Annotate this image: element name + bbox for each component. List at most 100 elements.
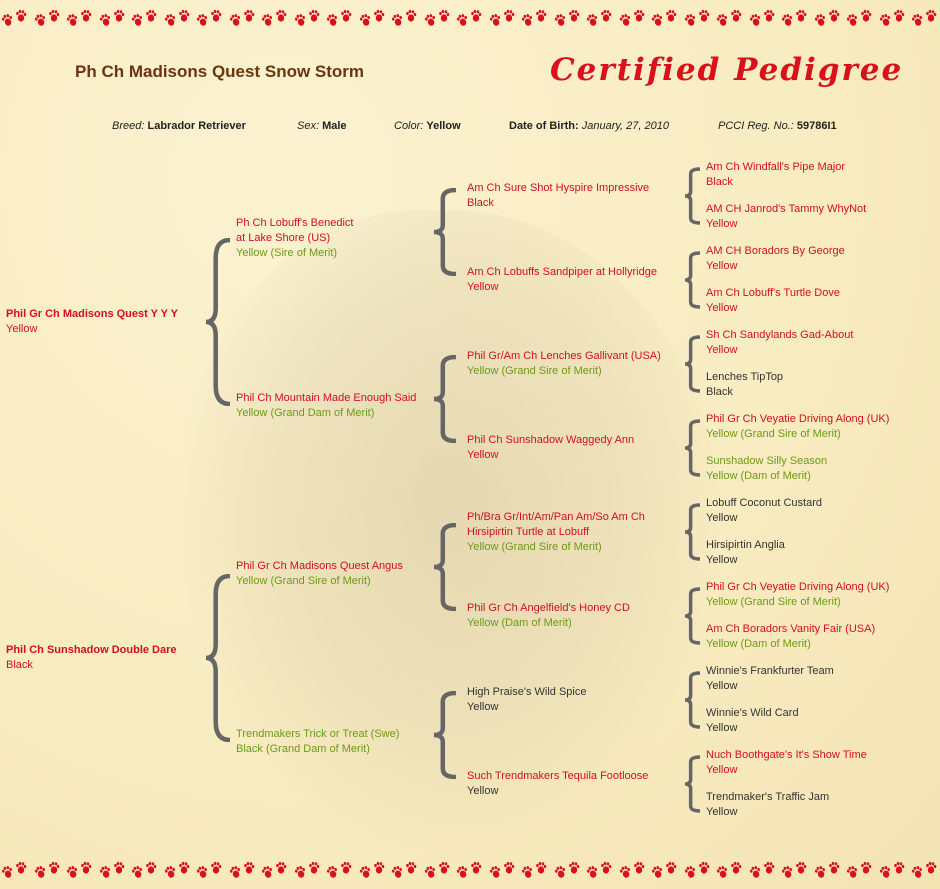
paw-print-icon: [390, 9, 417, 27]
dog-name: Lobuff Coconut Custard: [706, 497, 822, 509]
dog-color-title: Yellow: [706, 806, 738, 818]
dog-name: Phil Gr Ch Madisons Quest Angus: [236, 560, 403, 572]
sex-info: Sex: Male: [297, 120, 347, 132]
dog-name: Phil Gr Ch Angelfield's Honey CD: [467, 602, 630, 614]
paw-print-icon: [130, 861, 157, 879]
dog-color-title: Yellow: [467, 281, 499, 293]
paw-print-icon: [585, 861, 612, 879]
paw-print-icon: [0, 9, 27, 27]
dog-color-title: Yellow: [706, 512, 738, 524]
dog-name: High Praise's Wild Spice: [467, 686, 587, 698]
pedigree-entry-gen1: Phil Gr Ch Madisons Quest Y Y Y Yellow: [6, 307, 178, 337]
bracket-icon: [684, 251, 700, 309]
paw-print-icon: [293, 9, 319, 27]
dog-name: AM CH Boradors By George: [706, 245, 845, 257]
paw-print-icon: [260, 9, 287, 27]
bracket-icon: [433, 691, 456, 779]
paw-print-icon: [715, 861, 742, 879]
paw-print-icon: [488, 9, 514, 27]
dob-label: Date of Birth:: [509, 120, 579, 132]
paw-print-icon: [98, 861, 124, 879]
dog-name: Phil Gr Ch Veyatie Driving Along (UK): [706, 413, 890, 425]
dog-color-title: Yellow: [6, 323, 38, 335]
paw-print-icon: [455, 861, 482, 879]
dog-color-title: Yellow: [706, 680, 738, 692]
paw-print-icon: [683, 861, 709, 879]
dog-name: AM CH Janrod's Tammy WhyNot: [706, 203, 867, 215]
dog-name: Phil Ch Mountain Made Enough Said: [236, 392, 417, 404]
paw-print-icon: [845, 861, 872, 879]
paw-print-icon: [228, 9, 254, 27]
dog-name: Sh Ch Sandylands Gad-About: [706, 329, 854, 341]
dog-color-title: Black (Grand Dam of Merit): [236, 743, 370, 755]
dog-name: at Lake Shore (US): [236, 232, 331, 244]
dog-color-title: Yellow: [706, 764, 738, 776]
bracket-icon: [684, 167, 700, 225]
bracket-icon: [684, 335, 700, 393]
dog-color-title: Yellow: [706, 302, 738, 314]
paw-print-icon: [618, 861, 644, 879]
certified-pedigree-heading: Certified Pedigree: [550, 52, 904, 88]
paw-print-icon: [325, 861, 352, 879]
paw-print-icon: [780, 9, 807, 27]
paw-print-icon: [488, 861, 514, 879]
dog-color-title: Yellow: [706, 722, 738, 734]
dog-name: Hirsipirtin Anglia: [706, 539, 785, 551]
registration-info: PCCI Reg. No.: 59786I1: [718, 120, 837, 132]
paw-print-icon: [878, 861, 904, 879]
paw-print-icon: [585, 9, 612, 27]
paw-print-icon: [618, 9, 644, 27]
dog-name: Phil Ch Sunshadow Waggedy Ann: [467, 434, 635, 446]
bracket-icon: [205, 238, 230, 406]
paw-print-icon: [553, 9, 579, 27]
dog-color-title: Yellow (Sire of Merit): [236, 247, 338, 259]
paw-print-icon: [520, 861, 547, 879]
dog-name: Trendmaker's Traffic Jam: [706, 791, 830, 803]
breed-label: Breed:: [112, 120, 145, 132]
dob-value: January, 27, 2010: [581, 120, 669, 132]
dog-color-title: Yellow (Dam of Merit): [467, 617, 572, 629]
paw-print-icon: [195, 861, 222, 879]
dog-color-title: Yellow (Dam of Merit): [706, 638, 811, 650]
sex-label: Sex:: [297, 120, 320, 132]
paw-print-icon: [0, 861, 27, 879]
dog-color-title: Yellow: [706, 554, 738, 566]
bracket-icon: [205, 574, 230, 742]
paw-print-icon: [33, 9, 59, 27]
paw-print-icon: [293, 861, 319, 879]
dog-name: Phil Gr/Am Ch Lenches Gallivant (USA): [467, 350, 661, 362]
paw-print-icon: [65, 9, 92, 27]
dog-color-title: Yellow (Grand Sire of Merit): [706, 428, 841, 440]
paw-print-icon: [195, 9, 222, 27]
paw-print-icon: [98, 9, 124, 27]
dog-name: Sunshadow Silly Season: [706, 455, 828, 467]
bracket-icon: [433, 188, 456, 276]
paw-print-icon: [650, 9, 677, 27]
paw-print-icon: [683, 9, 709, 27]
dog-color-title: Yellow (Grand Sire of Merit): [467, 365, 602, 377]
dog-color-title: Yellow (Grand Sire of Merit): [706, 596, 841, 608]
pedigree-entry-gen4: Am Ch Boradors Vanity Fair (USA)Yellow (…: [706, 622, 875, 652]
paw-print-icon: [423, 9, 449, 27]
paw-print-icon: [748, 861, 774, 879]
bracket-icon: [684, 587, 700, 645]
dog-color-title: Yellow: [467, 701, 499, 713]
dog-name: Phil Gr Ch Madisons Quest Y Y Y: [6, 308, 178, 320]
dog-name: Winnie's Frankfurter Team: [706, 665, 834, 677]
paw-print-icon: [715, 9, 742, 27]
paw-print-icon: [358, 861, 384, 879]
paw-print-icon: [650, 861, 677, 879]
paw-print-icon: [228, 861, 254, 879]
